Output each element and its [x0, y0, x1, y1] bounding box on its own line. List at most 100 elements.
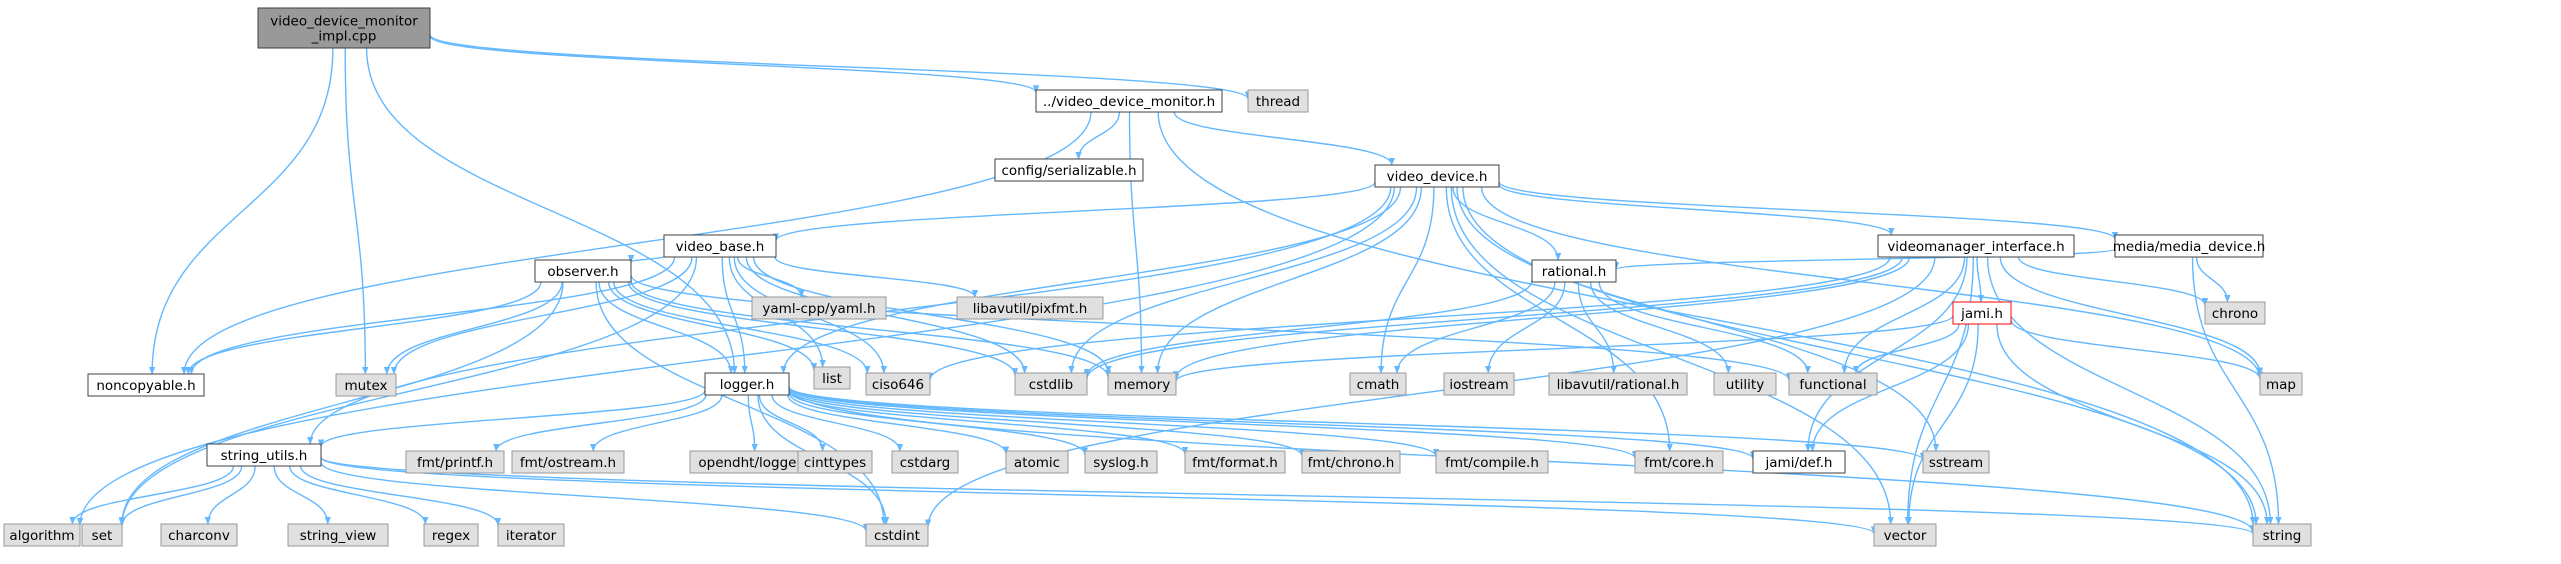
- edge-logger-to-fmt_ostream: [590, 394, 723, 452]
- node-fmt-format[interactable]: fmt/format.h: [1184, 450, 1286, 474]
- node-sstream[interactable]: sstream: [1922, 450, 1990, 474]
- node-label: fmt/compile.h: [1445, 455, 1539, 471]
- node-pixfmt[interactable]: libavutil/pixfmt.h: [956, 296, 1104, 320]
- node-chrono[interactable]: chrono: [2204, 301, 2266, 325]
- edge-string_utils-to-regex: [289, 465, 429, 525]
- node-cstdint[interactable]: cstdint: [865, 523, 929, 547]
- node-string[interactable]: string: [2252, 523, 2312, 547]
- edge-video_device-to-string: [1462, 186, 2260, 525]
- node-box: [1877, 234, 2075, 258]
- node-mutex[interactable]: mutex: [335, 373, 397, 397]
- node-box: [891, 450, 959, 474]
- node-cmath[interactable]: cmath: [1349, 372, 1407, 396]
- edge-jami-to-memory: [1172, 314, 1954, 382]
- node-jami[interactable]: jami.h: [1952, 301, 2012, 325]
- node-video-base[interactable]: video_base.h: [663, 234, 777, 258]
- edge-observer-to-mutex: [383, 281, 563, 375]
- node-config[interactable]: config/serializable.h: [994, 158, 1144, 182]
- edge-video_device-to-fmt_core: [1445, 186, 1673, 452]
- node-label: cinttypes: [804, 455, 866, 471]
- node-vdm-h[interactable]: ../video_device_monitor.h: [1035, 89, 1223, 113]
- node-label: chrono: [2212, 306, 2258, 322]
- edge-jami-to-functional: [1852, 323, 1960, 374]
- node-box: [1301, 450, 1401, 474]
- node-label: string_utils.h: [221, 448, 308, 464]
- node-label: videomanager_interface.h: [1887, 239, 2064, 255]
- node-box: [1548, 372, 1688, 396]
- node-fmt-printf[interactable]: fmt/printf.h: [405, 450, 505, 474]
- edge-root-to-mutex: [344, 47, 369, 375]
- node-vector[interactable]: vector: [1873, 523, 1937, 547]
- node-observer[interactable]: observer.h: [534, 259, 632, 283]
- node-jami-def[interactable]: jami/def.h: [1752, 450, 1846, 474]
- node-map[interactable]: map: [2259, 372, 2303, 396]
- node-box: [865, 523, 929, 547]
- edge-video_base-to-mutex: [390, 256, 693, 375]
- edge-observer-to-set: [118, 281, 564, 525]
- edge-observer-to-logger: [598, 281, 735, 374]
- node-cstdarg[interactable]: cstdarg: [891, 450, 959, 474]
- node-functional[interactable]: functional: [1788, 372, 1878, 396]
- node-logger[interactable]: logger.h: [704, 372, 790, 396]
- node-label: iostream: [1449, 377, 1508, 393]
- node-list[interactable]: list: [813, 366, 851, 390]
- edge-jami-to-map: [2010, 319, 2264, 380]
- edge-root-to-logger: [365, 47, 738, 374]
- node-atomic[interactable]: atomic: [1005, 450, 1069, 474]
- node-memory[interactable]: memory: [1107, 372, 1177, 396]
- edge-video_base-to-set: [118, 256, 698, 527]
- node-set[interactable]: set: [81, 523, 123, 547]
- node-label: jami.h: [1960, 306, 2003, 322]
- node-syslog[interactable]: syslog.h: [1084, 450, 1158, 474]
- node-cstdlib[interactable]: cstdlib: [1014, 372, 1088, 396]
- node-string-view[interactable]: string_view: [287, 523, 389, 547]
- node-fmt-ostream[interactable]: fmt/ostream.h: [511, 450, 625, 474]
- node-media-device[interactable]: media/media_device.h: [2113, 234, 2266, 258]
- edge-vdm_h-to-config: [1075, 111, 1121, 160]
- node-string-utils[interactable]: string_utils.h: [206, 443, 322, 467]
- node-fmt-compile[interactable]: fmt/compile.h: [1435, 450, 1549, 474]
- edge-vmi-to-cstdlib: [1083, 256, 1903, 380]
- node-fmt-core[interactable]: fmt/core.h: [1634, 450, 1724, 474]
- node-box: [1788, 372, 1878, 396]
- node-video-device[interactable]: video_device.h: [1374, 164, 1500, 188]
- edge-rational-to-utility: [1589, 281, 1732, 374]
- edge-logger-to-fmt_compile: [788, 388, 1440, 457]
- edge-video_base-to-observer: [627, 254, 665, 263]
- node-label: fmt/printf.h: [417, 455, 493, 471]
- node-label: functional: [1799, 377, 1866, 393]
- node-vmi[interactable]: videomanager_interface.h: [1877, 234, 2075, 258]
- node-box: [2114, 234, 2264, 258]
- node-box: [206, 443, 322, 467]
- node-yaml[interactable]: yaml-cpp/yaml.h: [751, 296, 887, 320]
- node-root[interactable]: video_device_monitor_impl.cpp: [257, 7, 431, 49]
- node-box: [81, 523, 123, 547]
- node-algorithm[interactable]: algorithm: [3, 523, 81, 547]
- edge-rational-to-functional: [1598, 281, 1811, 374]
- edge-logger-to-cinttypes: [758, 394, 826, 452]
- node-iostream[interactable]: iostream: [1443, 372, 1515, 396]
- edge-string_utils-to-set: [118, 465, 243, 526]
- node-regex[interactable]: regex: [423, 523, 479, 547]
- edge-observer-to-cstdlib: [627, 281, 1019, 377]
- node-label: memory: [1114, 377, 1170, 393]
- node-utility[interactable]: utility: [1713, 372, 1777, 396]
- node-label: config/serializable.h: [1001, 163, 1136, 179]
- node-thread[interactable]: thread: [1247, 89, 1309, 113]
- edge-vdm_h-to-video_device: [1173, 111, 1395, 166]
- node-box: [511, 450, 625, 474]
- node-rational[interactable]: rational.h: [1531, 259, 1617, 283]
- edge-video_device-to-vector: [1450, 186, 1894, 525]
- node-cinttypes[interactable]: cinttypes: [797, 450, 873, 474]
- node-iterator[interactable]: iterator: [497, 523, 565, 547]
- node-box: [1531, 259, 1617, 283]
- node-charconv[interactable]: charconv: [160, 523, 238, 547]
- edge-video_device-to-cmath: [1377, 186, 1435, 374]
- node-ciso646[interactable]: ciso646: [865, 372, 931, 396]
- node-avrational[interactable]: libavutil/rational.h: [1548, 372, 1688, 396]
- node-fmt-chrono[interactable]: fmt/chrono.h: [1301, 450, 1401, 474]
- node-label: thread: [1256, 94, 1300, 110]
- node-label: video_base.h: [676, 239, 765, 255]
- node-noncopyable[interactable]: noncopyable.h: [87, 373, 205, 397]
